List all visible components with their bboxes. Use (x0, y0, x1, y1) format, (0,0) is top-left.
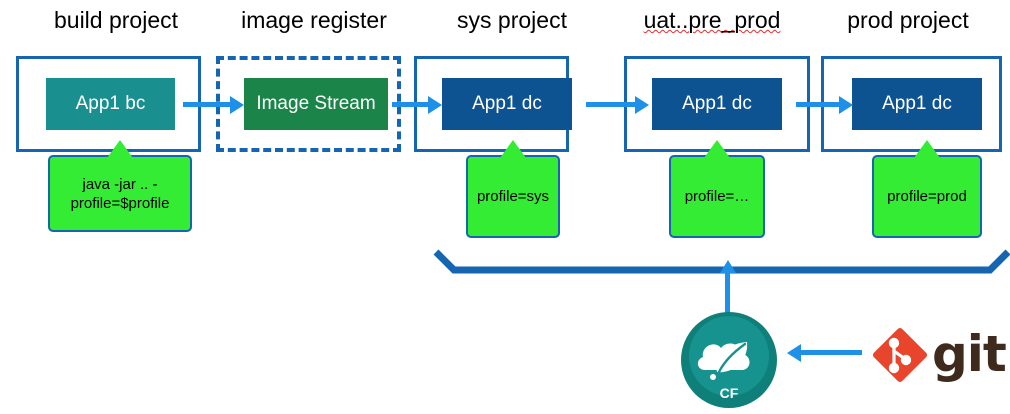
callout-tail (107, 140, 133, 158)
column-title-build-project: build project (53, 7, 179, 33)
arrow-config-server-to-projects (725, 272, 730, 315)
git-logo-mark[interactable] (872, 327, 928, 383)
node-app1-dc-sys[interactable]: App1 dc (442, 78, 572, 130)
node-app1-dc-uat[interactable]: App1 dc (652, 78, 782, 130)
arrow-bc-to-image-stream (183, 102, 231, 107)
callout-text: profile=… (684, 188, 750, 205)
arrow-git-to-config-server (800, 350, 862, 355)
node-app1-bc[interactable]: App1 bc (46, 78, 175, 130)
arrow-sys-to-uat (586, 102, 636, 107)
node-app1-dc-prod[interactable]: App1 dc (852, 78, 982, 130)
node-image-stream[interactable]: Image Stream (244, 78, 388, 130)
spring-cloud-config-logo[interactable]: CF (679, 310, 779, 410)
arrow-uat-to-prod (796, 102, 840, 107)
git-logo-wordmark: git (932, 325, 1007, 383)
callout-text: profile=prod (887, 188, 967, 205)
column-title-sys-project: sys project (457, 7, 567, 33)
callout-profile-prod: profile=prod (872, 137, 982, 238)
column-title-uat-pre-prod: uat..pre_prod (643, 7, 781, 33)
callout-text: profile=sys (476, 188, 550, 205)
callout-text: java -jar .. -profile=$profile (70, 175, 170, 212)
column-title-image-register: image register (241, 7, 387, 33)
callout-profile-uat: profile=… (669, 137, 765, 238)
column-title-prod-project: prod project (847, 7, 969, 33)
arrow-image-stream-to-sys (392, 102, 429, 107)
callout-tail (704, 140, 730, 158)
callout-tail (500, 140, 526, 158)
callout-profile-sys: profile=sys (466, 137, 560, 238)
cf-logo-label: CF (720, 385, 739, 401)
callout-tail (914, 140, 940, 158)
callout-java-jar-profile: java -jar .. -profile=$profile (48, 137, 192, 232)
